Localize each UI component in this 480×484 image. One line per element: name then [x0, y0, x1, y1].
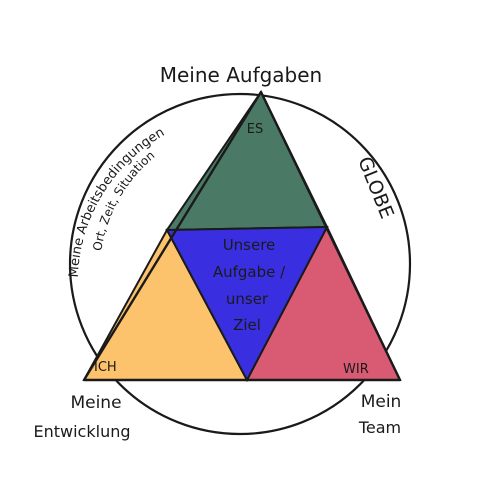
label-ich: ICH: [94, 360, 117, 375]
label-center-1: Unsere: [223, 236, 276, 254]
label-meine-entwicklung-2: Entwicklung: [34, 422, 131, 441]
label-meine-entwicklung-1: Meine: [70, 393, 121, 413]
outer-triangle: [82, 90, 402, 382]
center-triangle: [165, 225, 329, 383]
label-center-2: Aufgabe /: [213, 263, 286, 281]
label-mein-team-1: Mein: [361, 392, 402, 412]
label-wir: WIR: [343, 362, 369, 377]
label-mein-team-2: Team: [358, 418, 401, 437]
label-es: ES: [247, 122, 263, 137]
label-center-3: unser: [226, 290, 269, 308]
label-center-4: Ziel: [233, 316, 261, 334]
label-top: Meine Aufgaben: [160, 63, 322, 87]
globe-circle: [68, 92, 412, 436]
